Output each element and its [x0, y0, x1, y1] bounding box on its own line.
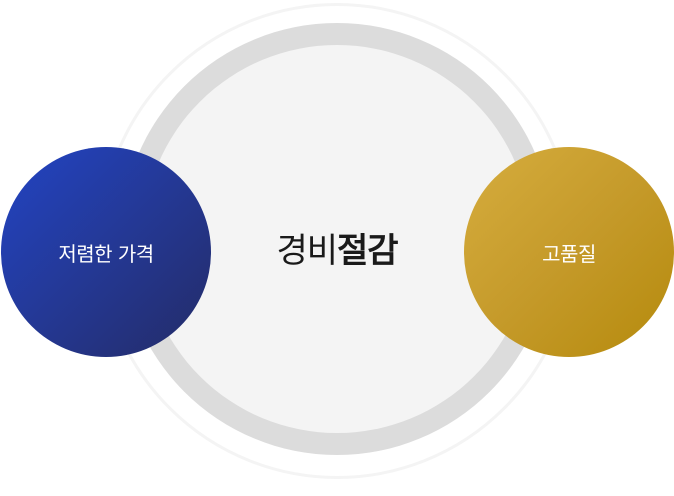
left-circle-label: 저렴한 가격	[58, 241, 154, 266]
center-label-light: 경비	[276, 230, 338, 271]
left-circle-low-price: 저렴한 가격	[1, 147, 211, 357]
right-circle-high-quality: 고품질	[464, 147, 674, 357]
right-circle-label: 고품질	[542, 241, 596, 266]
center-label-bold: 절감	[337, 230, 399, 271]
